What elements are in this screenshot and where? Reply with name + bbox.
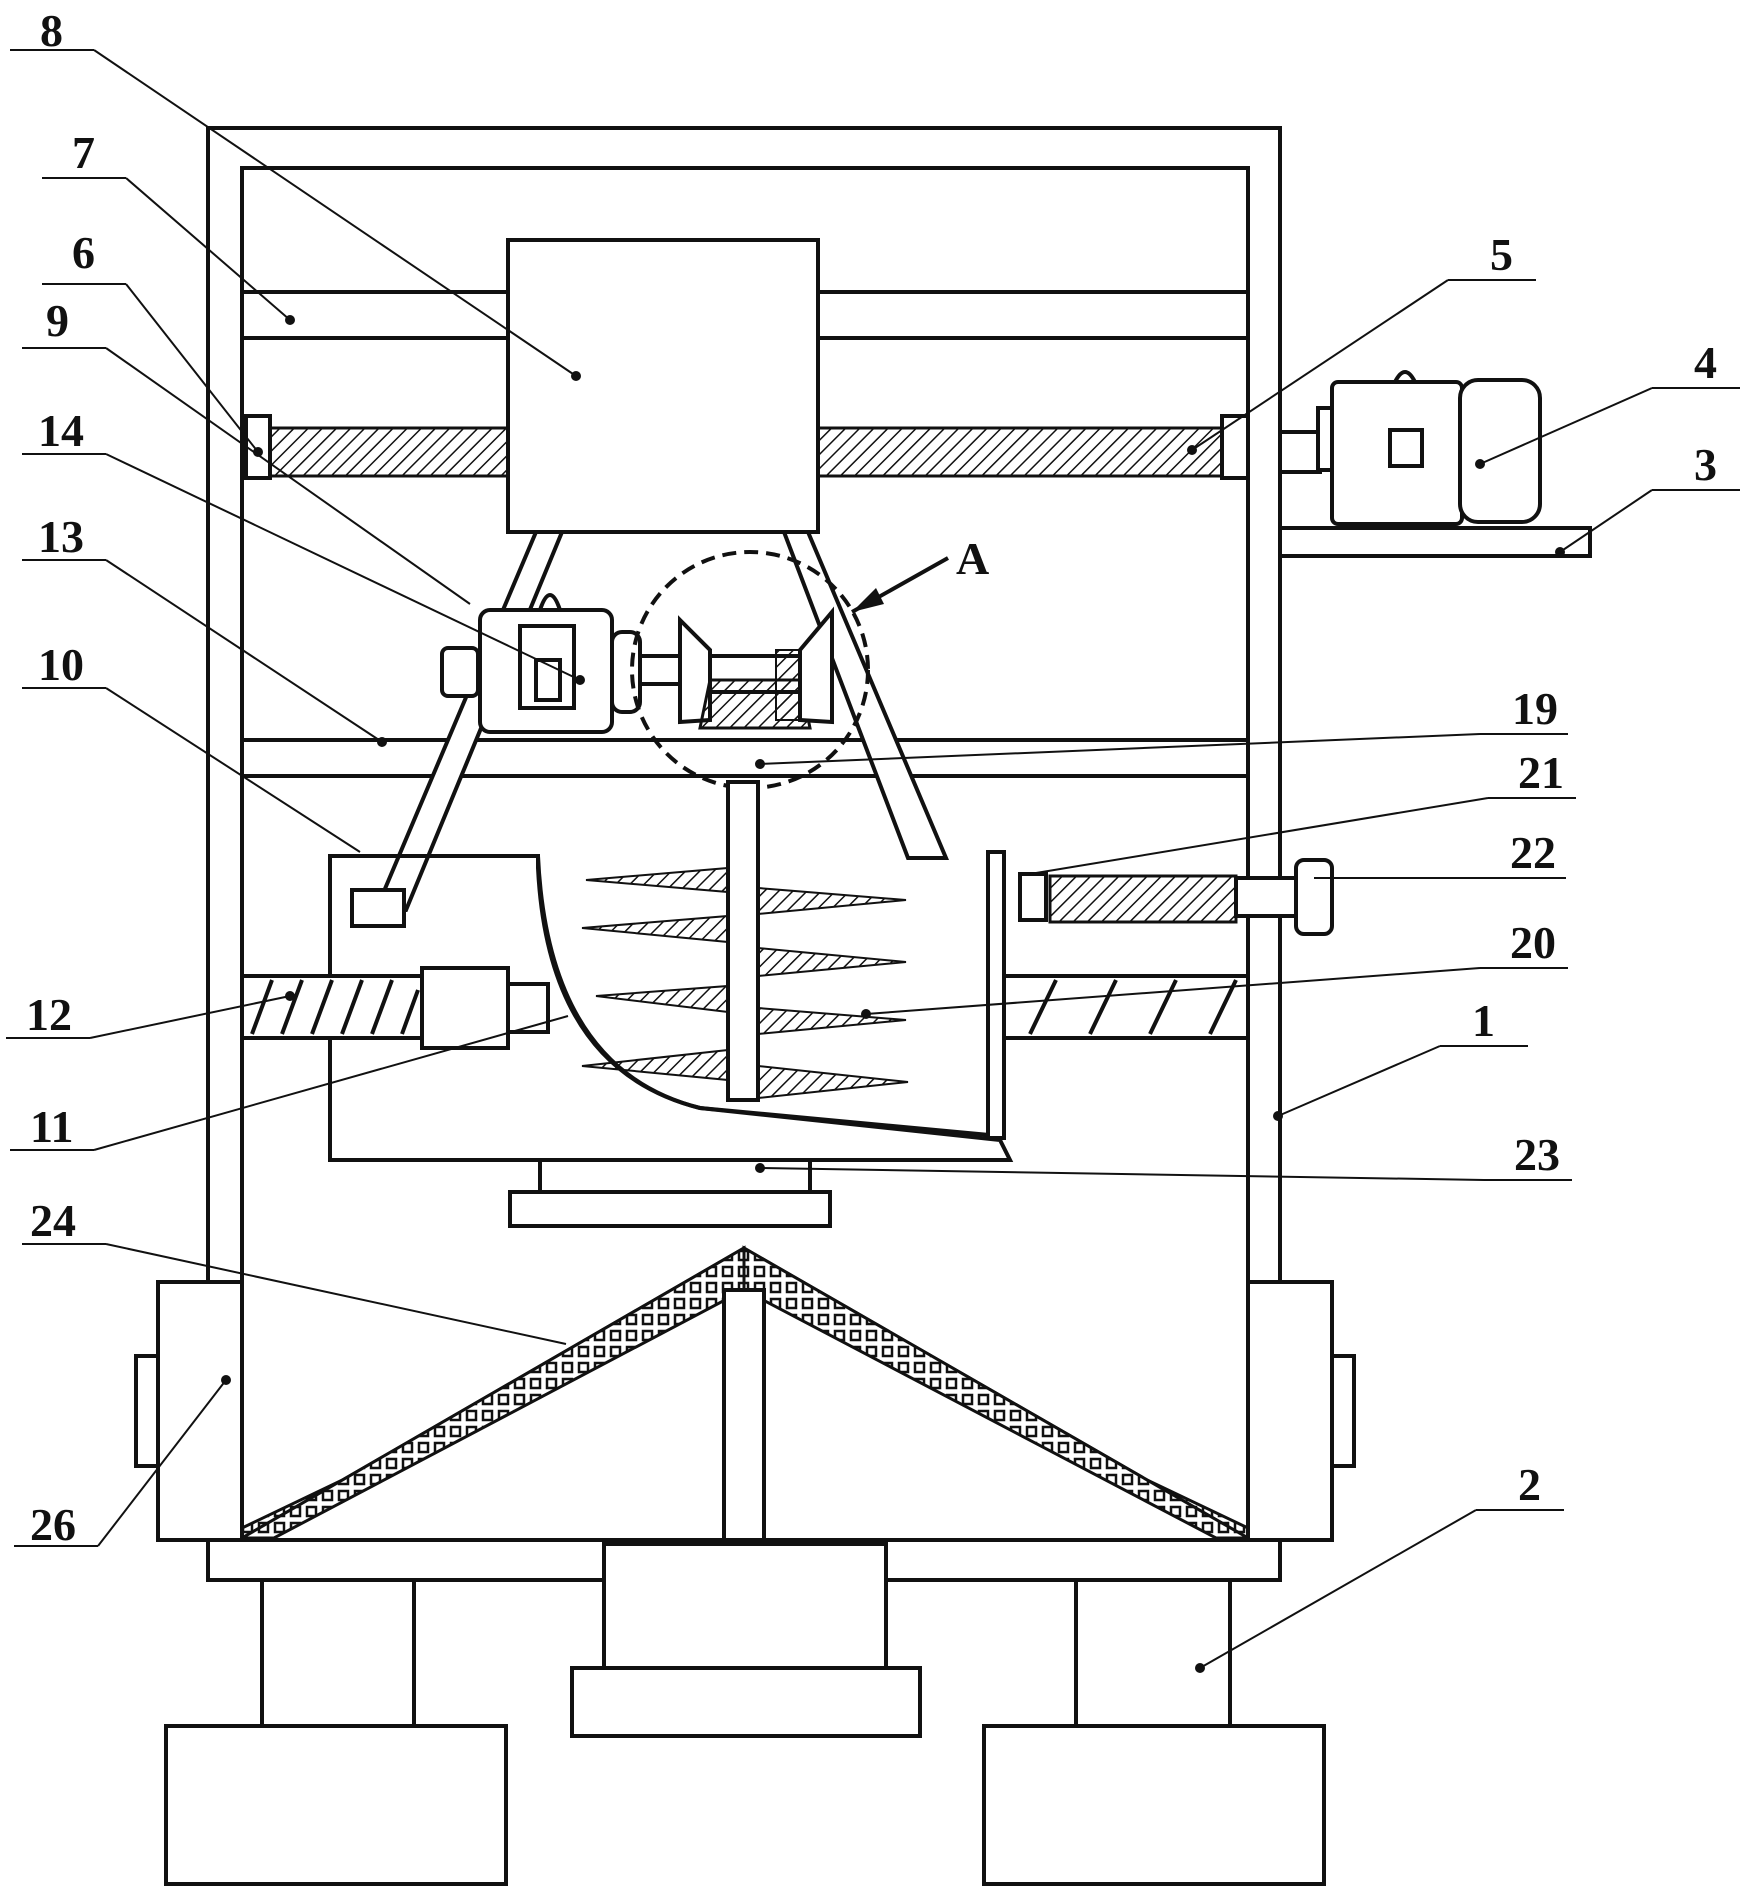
label-11: 11 xyxy=(30,1101,73,1152)
label-6: 6 xyxy=(72,227,95,278)
label-23: 23 xyxy=(1514,1129,1560,1180)
label-5: 5 xyxy=(1490,229,1513,280)
small-motor xyxy=(440,593,682,734)
label-21: 21 xyxy=(1518,747,1564,798)
leader-lines xyxy=(6,49,1740,1669)
vertical-shaft xyxy=(726,780,760,1102)
label-2: 2 xyxy=(1518,1459,1541,1510)
spring-buffer xyxy=(1018,858,1334,936)
lower-screw-left xyxy=(240,966,550,1050)
label-14: 14 xyxy=(38,405,84,456)
mixing-hopper xyxy=(328,850,1014,1162)
label-24: 24 xyxy=(30,1195,76,1246)
drive-motor xyxy=(1316,370,1542,526)
label-8: 8 xyxy=(40,5,63,56)
side-collectors xyxy=(134,1280,1356,1542)
hopper-base xyxy=(508,1158,832,1228)
label-22: 22 xyxy=(1510,827,1556,878)
label-9: 9 xyxy=(46,295,69,346)
label-3: 3 xyxy=(1694,439,1717,490)
label-10: 10 xyxy=(38,639,84,690)
bevel-gear-set xyxy=(678,606,834,730)
upper-lead-screw xyxy=(244,414,1322,480)
label-7: 7 xyxy=(72,127,95,178)
sieve-screen xyxy=(236,1245,1254,1542)
motor-bracket xyxy=(1278,526,1592,558)
part-labels: 8 7 6 9 14 13 10 12 11 24 26 5 4 3 A 19 … xyxy=(26,5,1717,1550)
label-4: 4 xyxy=(1694,337,1717,388)
mid-crossbeam xyxy=(240,738,1250,778)
slider-block xyxy=(506,238,820,534)
base-and-feet xyxy=(164,1538,1326,1886)
label-26: 26 xyxy=(30,1499,76,1550)
label-a: A xyxy=(956,533,989,584)
leader-dots xyxy=(221,315,1565,1673)
lower-screw-right xyxy=(1002,974,1250,1040)
label-20: 20 xyxy=(1510,917,1556,968)
helical-blades xyxy=(581,866,909,1100)
label-19: 19 xyxy=(1512,683,1558,734)
label-12: 12 xyxy=(26,989,72,1040)
label-13: 13 xyxy=(38,511,84,562)
label-1: 1 xyxy=(1472,995,1495,1046)
